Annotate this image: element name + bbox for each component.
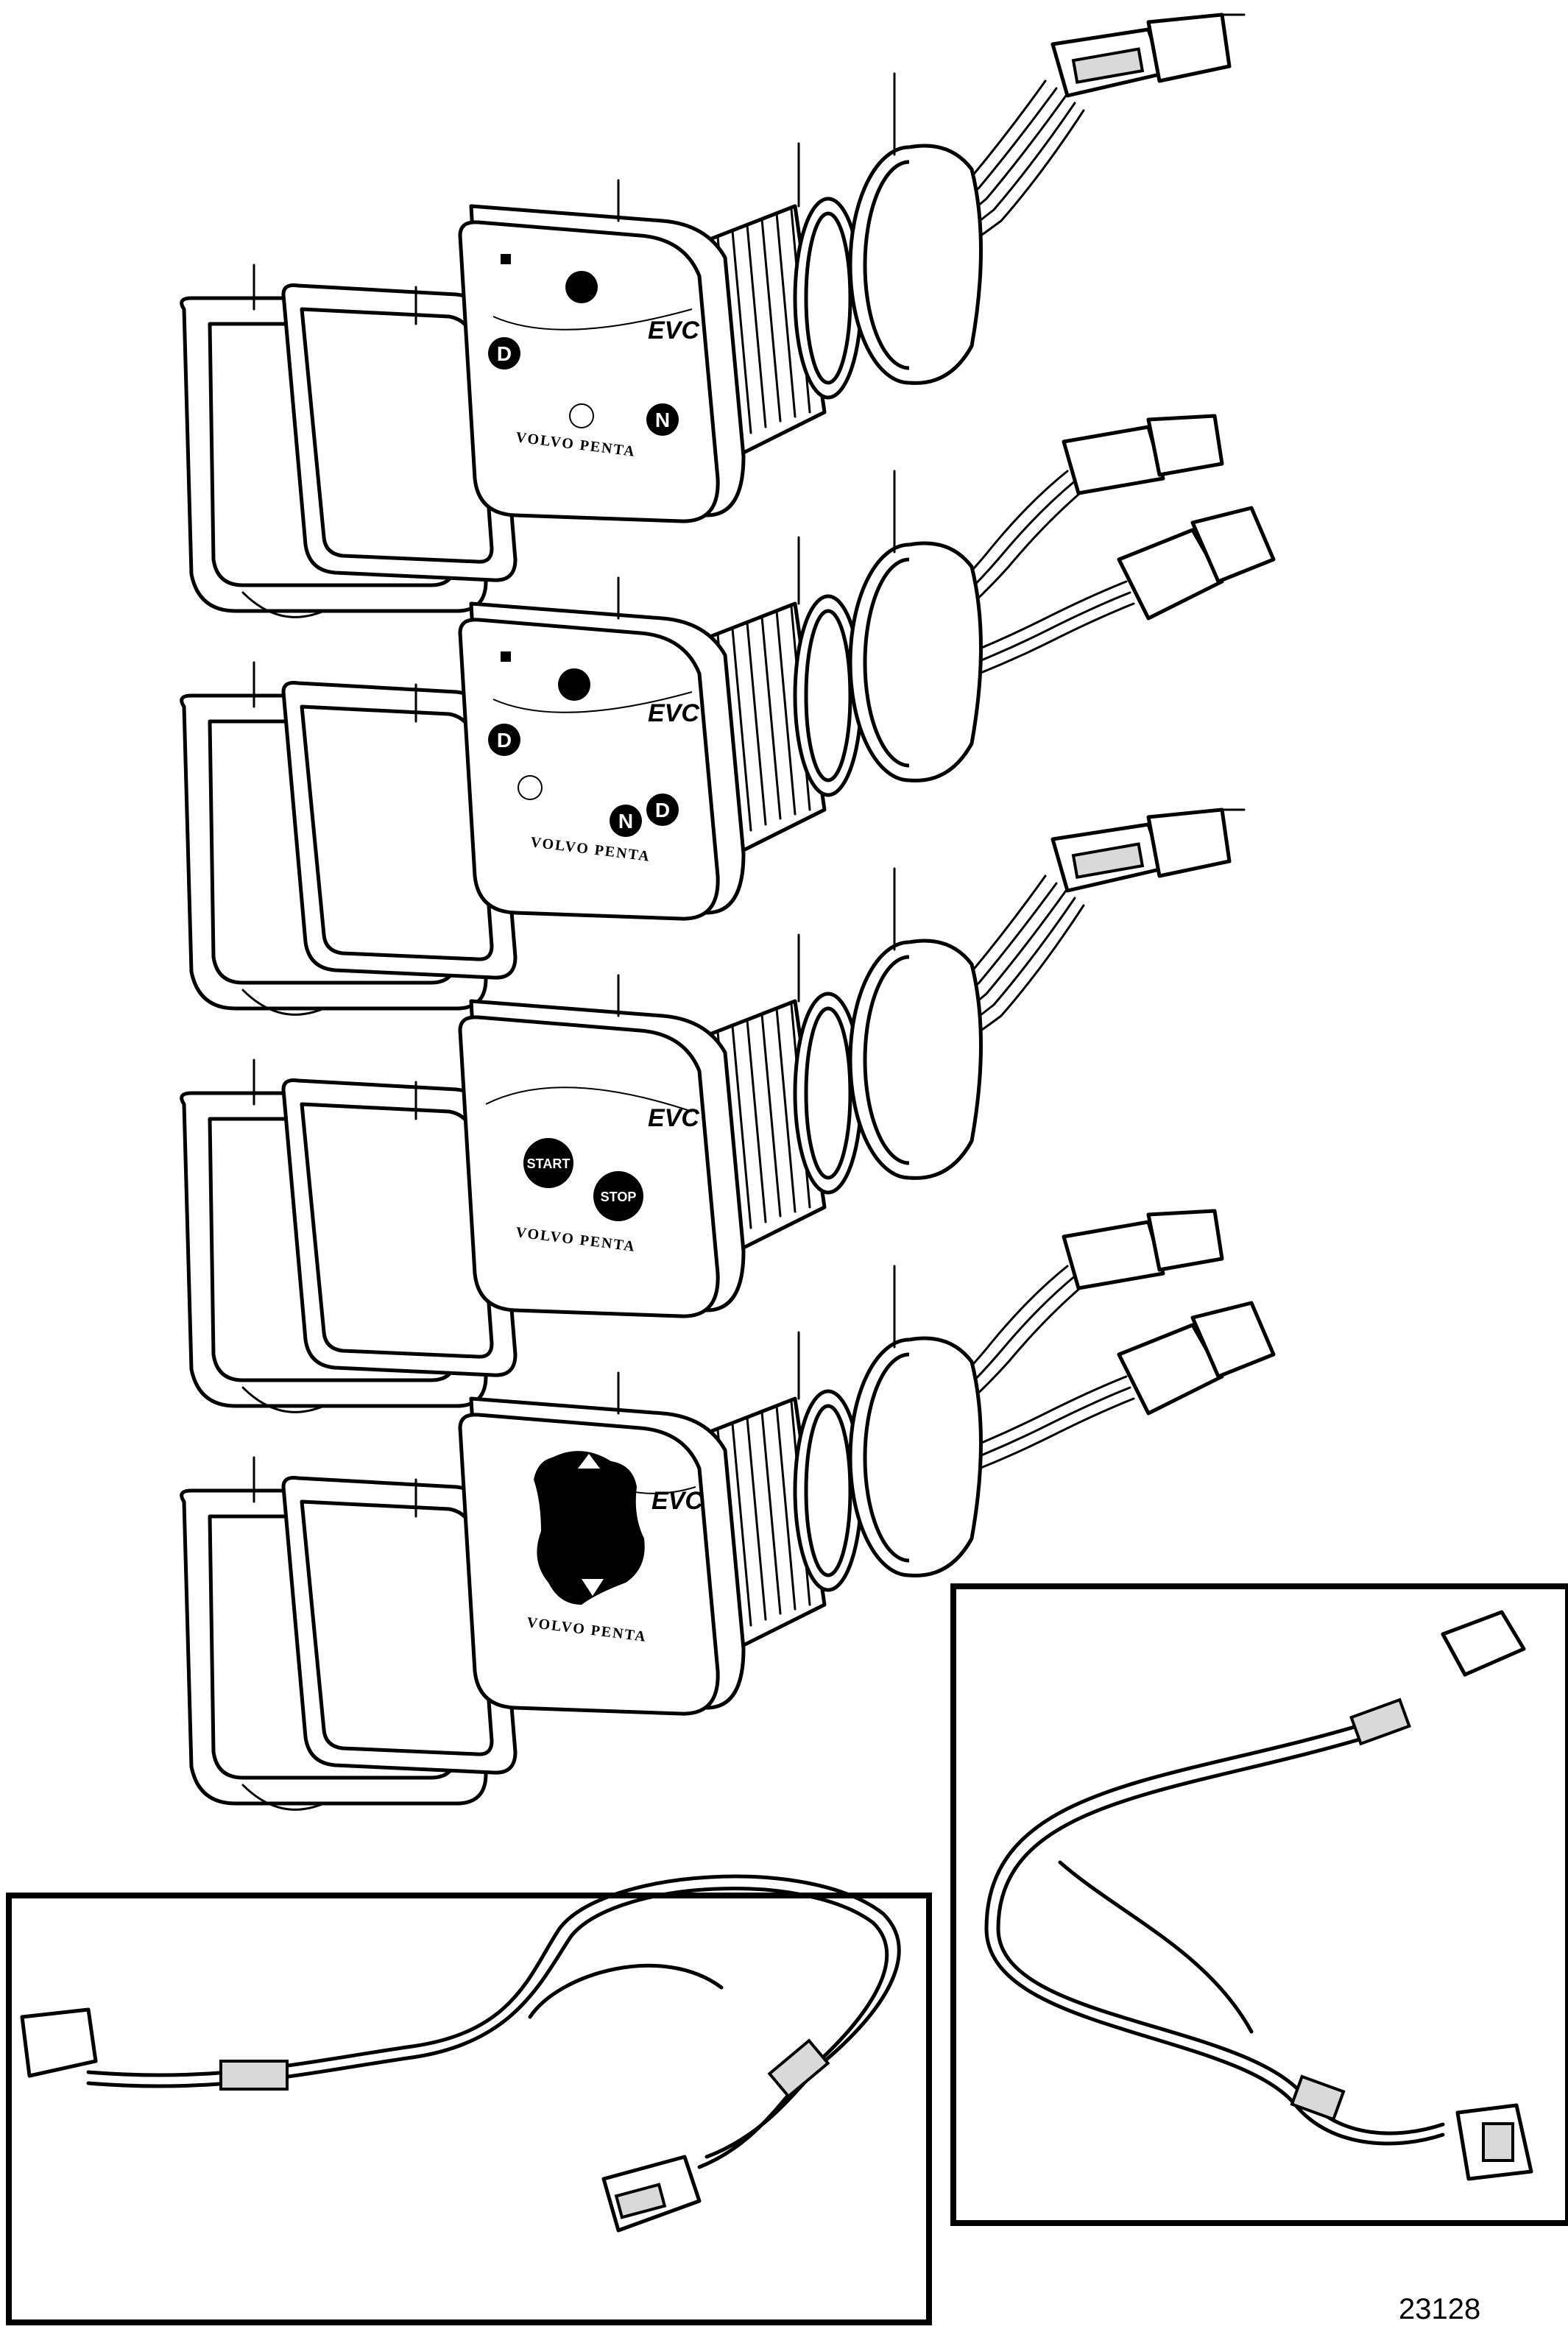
indicator-n-2 bbox=[610, 805, 642, 837]
light-icon bbox=[518, 775, 543, 800]
stop-button-label: STOP bbox=[601, 1190, 637, 1204]
figure-number: 23128 bbox=[1399, 2293, 1480, 2325]
indicator-d-2b-label: D bbox=[655, 799, 670, 822]
indicator-d-2b bbox=[646, 794, 679, 826]
evc-label: EVC bbox=[648, 1104, 699, 1132]
arrow-up-icon bbox=[578, 1454, 600, 1469]
cable-sleeve bbox=[767, 2038, 830, 2099]
evc-label: EVC bbox=[648, 317, 699, 344]
light-icon bbox=[569, 403, 594, 428]
evc-label: EVC bbox=[651, 1487, 703, 1515]
indicator-n-1-label: N bbox=[655, 409, 670, 431]
indicator-d-1 bbox=[488, 337, 520, 370]
indicator-n-2-label: N bbox=[618, 810, 633, 833]
cable-sleeve bbox=[1290, 2074, 1346, 2121]
panel-housing bbox=[460, 604, 744, 919]
panel-assembly-4: EVC VOLVO PENTA bbox=[182, 1211, 1274, 1809]
dock-icon bbox=[567, 1516, 611, 1539]
panel-assembly-1: D N EVC VOLVO PENTA bbox=[182, 15, 1229, 617]
lock-icon bbox=[501, 254, 511, 264]
connector-pins bbox=[614, 2183, 667, 2219]
cable-sleeve bbox=[1349, 1697, 1411, 1746]
inset-extension-cable-left bbox=[6, 1874, 932, 2325]
inset-extension-cable-right bbox=[950, 1583, 1568, 2226]
panel-assembly-3: START STOP EVC VOLVO PENTA bbox=[182, 810, 1229, 1412]
indicator-n-1 bbox=[646, 403, 679, 436]
connector-pins bbox=[1482, 2122, 1514, 2162]
indicator-d-1-label: D bbox=[497, 342, 512, 365]
start-button-label: START bbox=[527, 1156, 571, 1171]
panel-housing bbox=[460, 1001, 744, 1316]
panel-assembly-2: D N D EVC VOLVO PENTA bbox=[182, 416, 1274, 1014]
key-icon bbox=[565, 271, 598, 303]
lock-icon bbox=[501, 651, 511, 662]
cable-connector bbox=[1441, 1610, 1526, 1677]
indicator-d-2a-label: D bbox=[497, 729, 512, 752]
cable-connector bbox=[20, 2007, 98, 2078]
start-button bbox=[523, 1138, 573, 1188]
evc-label: EVC bbox=[648, 699, 699, 727]
arrow-down-icon bbox=[582, 1579, 604, 1596]
leader-lines bbox=[252, 13, 1246, 1518]
key-icon bbox=[558, 668, 590, 701]
cable-sleeve bbox=[219, 2060, 289, 2091]
indicator-d-2a bbox=[488, 724, 520, 756]
stop-button bbox=[593, 1171, 643, 1221]
